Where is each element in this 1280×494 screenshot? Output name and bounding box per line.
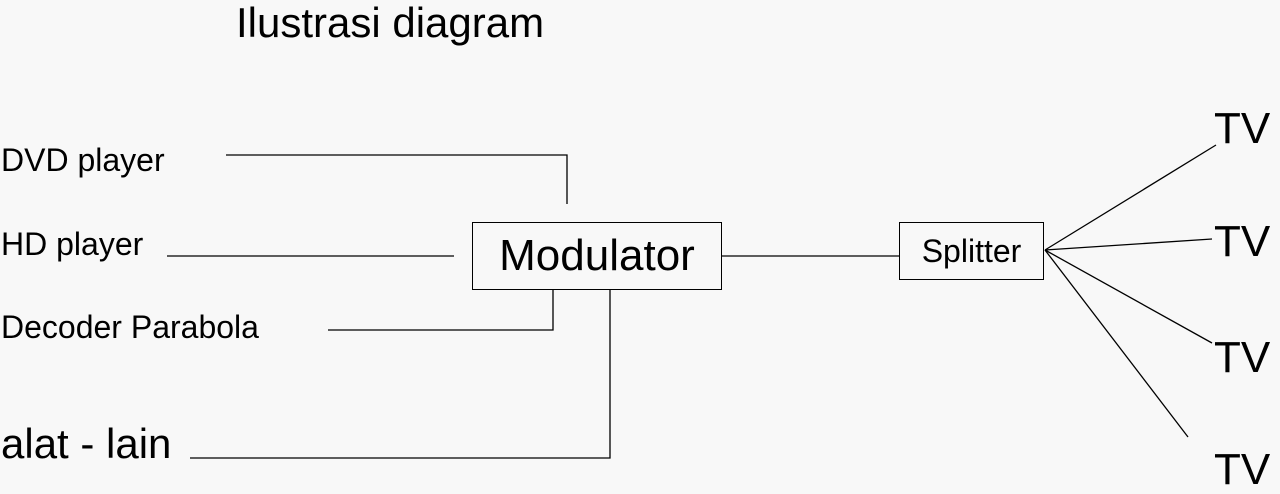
modulator-label: Modulator — [499, 231, 695, 280]
source-other-devices: alat - lain — [1, 420, 172, 467]
line-decoder-to-modulator — [328, 290, 554, 331]
line-splitter-to-tv-3 — [1044, 249, 1213, 344]
line-other-to-modulator — [190, 290, 611, 459]
splitter-label: Splitter — [921, 232, 1022, 269]
tv-output-4: TV — [1214, 445, 1271, 494]
source-dvd-player: DVD player — [1, 142, 165, 178]
line-splitter-to-tv-4 — [1044, 249, 1189, 438]
line-splitter-to-tv-1 — [1044, 144, 1217, 251]
tv-output-2: TV — [1214, 217, 1271, 266]
diagram-title: Ilustrasi diagram — [236, 0, 545, 46]
splitter-box: Splitter — [899, 222, 1044, 280]
modulator-box: Modulator — [472, 222, 722, 290]
tv-output-3: TV — [1214, 333, 1271, 382]
line-dvd-to-modulator — [226, 154, 568, 204]
line-splitter-to-tv-2 — [1044, 238, 1213, 251]
source-hd-player: HD player — [1, 226, 144, 262]
tv-output-1: TV — [1214, 104, 1271, 153]
source-decoder-parabola: Decoder Parabola — [1, 309, 259, 345]
